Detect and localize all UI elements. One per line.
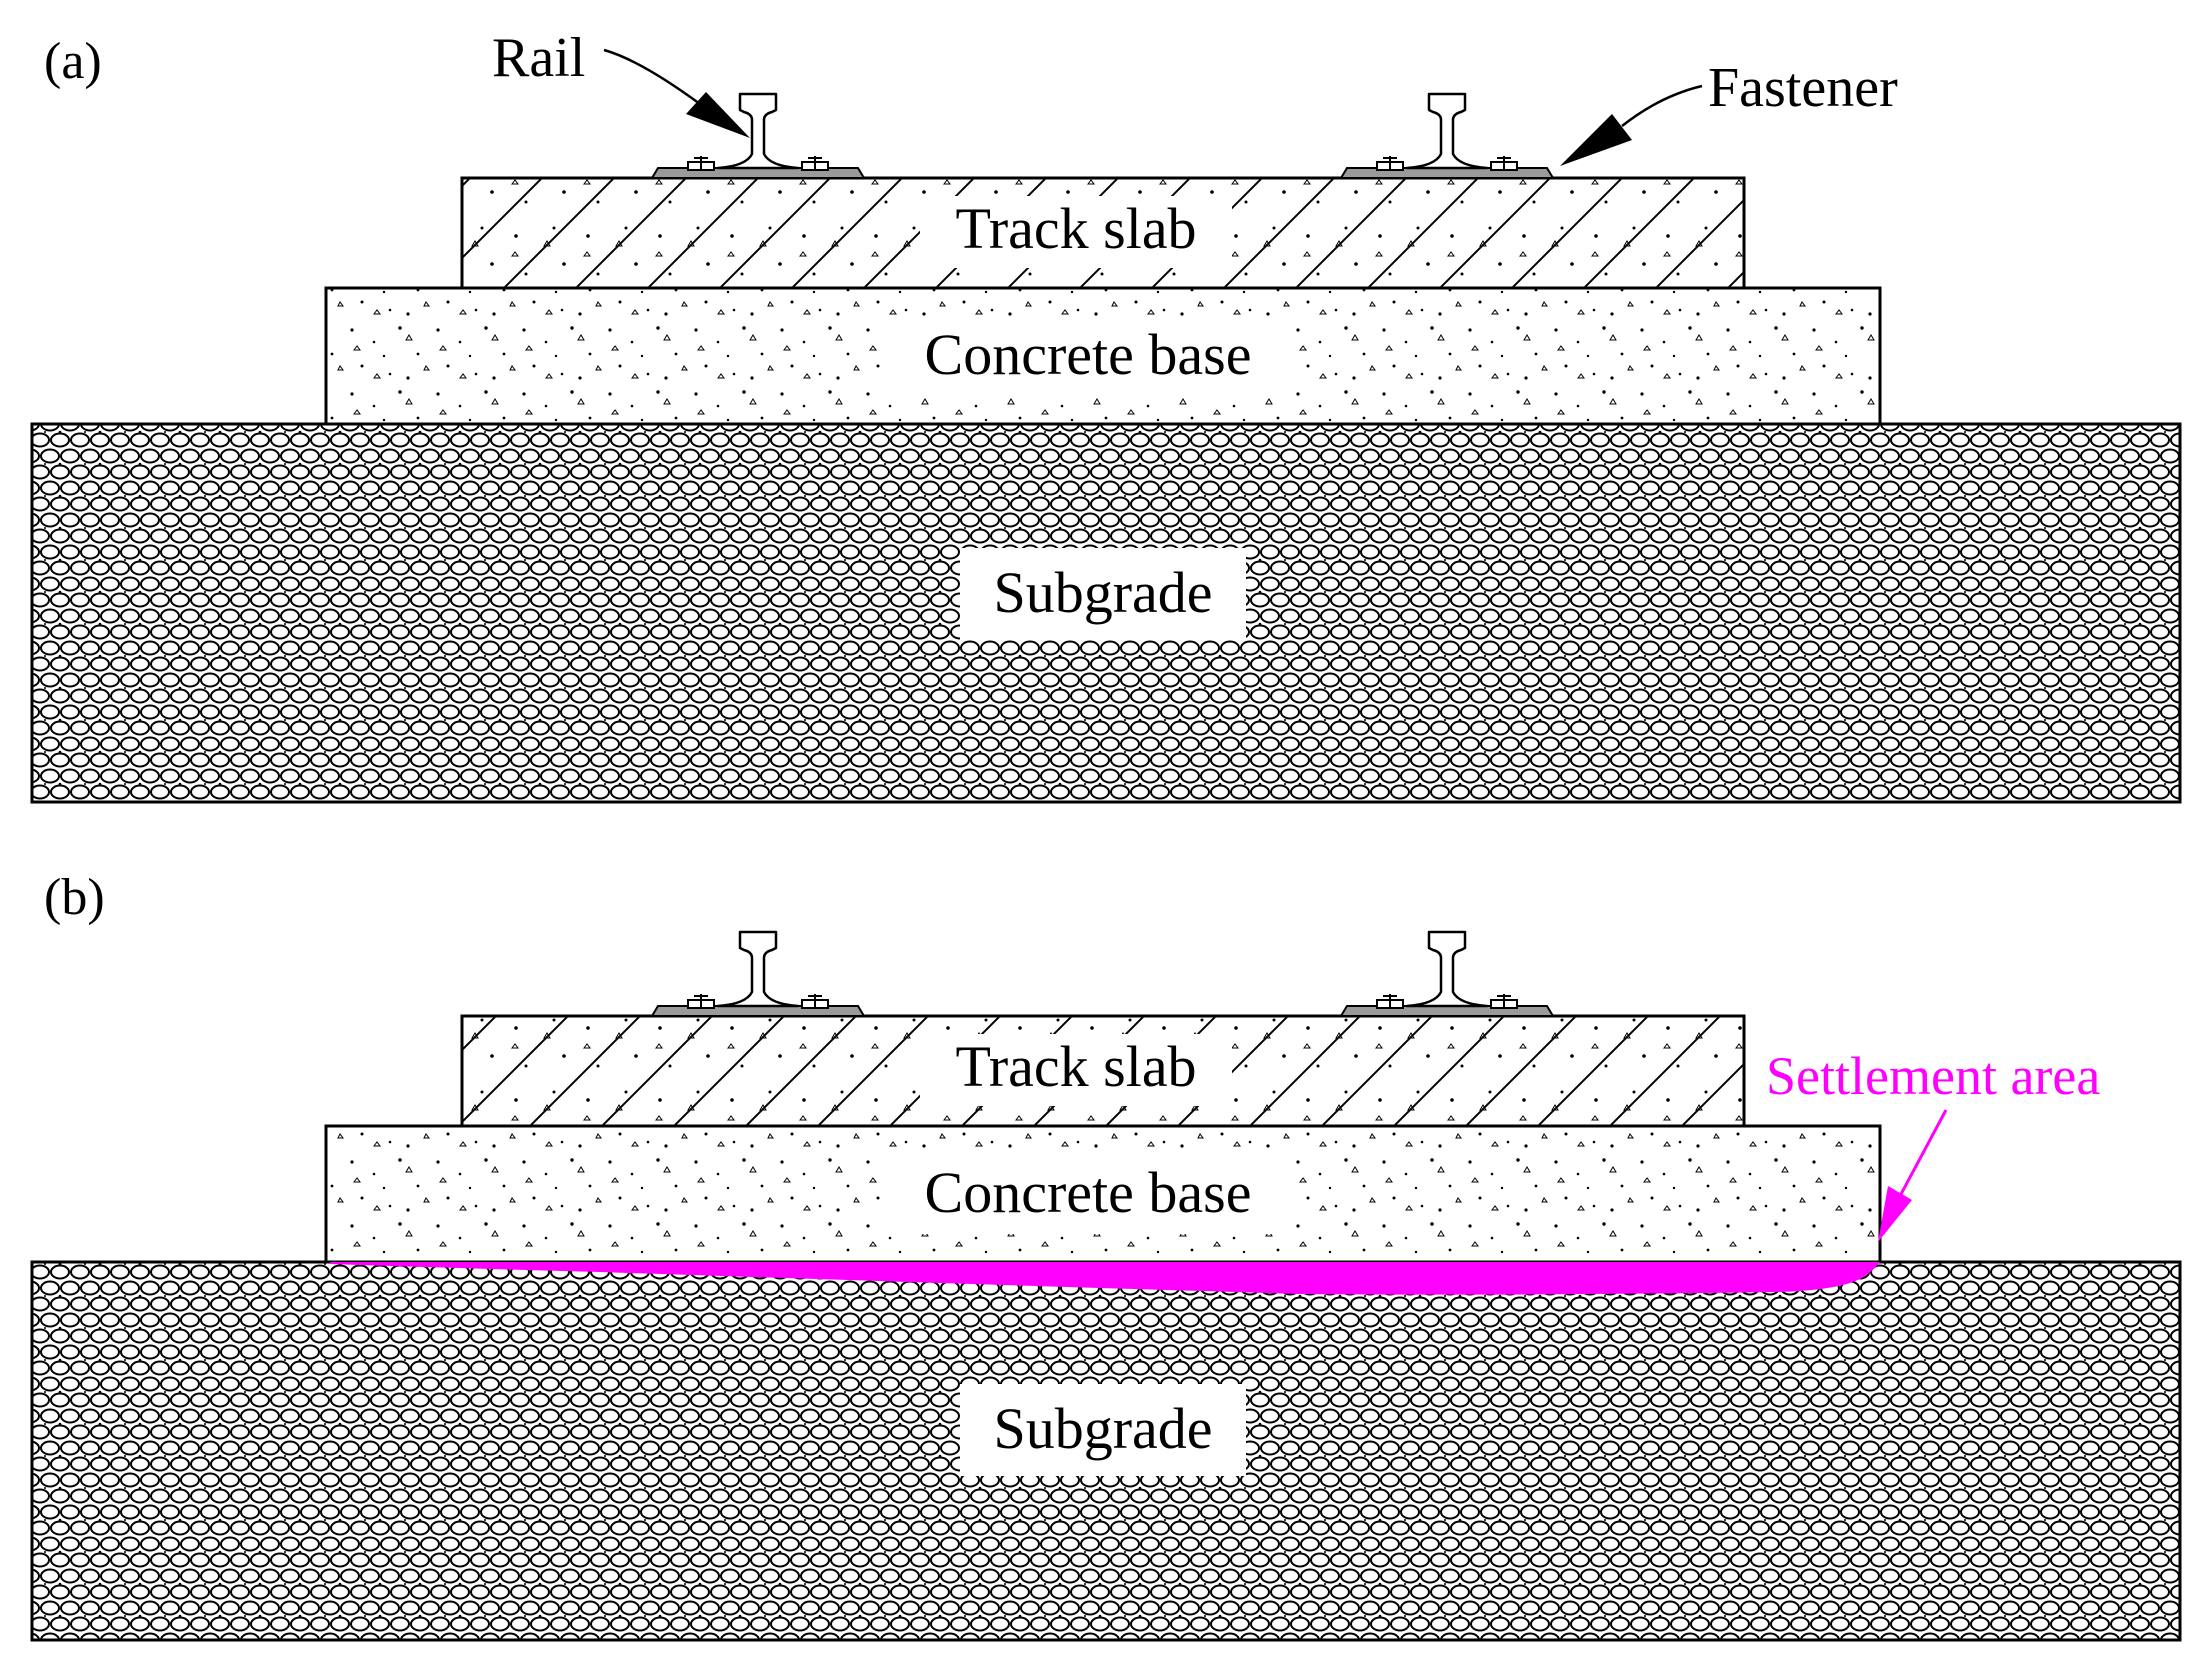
panel-b-tag: (b) — [44, 869, 105, 926]
panel-a-slab-label: Track slab — [955, 196, 1196, 261]
fastener-callout-leader — [1621, 84, 1703, 127]
settlement-area — [330, 1262, 1880, 1295]
panel-a-concrete-label-bg — [880, 320, 1296, 396]
panel-a-slab-label-bg — [920, 196, 1232, 268]
settlement-callout-arrowhead — [1878, 1186, 1912, 1242]
panel-b-subgrade-label: Subgrade — [993, 1396, 1212, 1461]
panel-a-rail-left — [650, 92, 866, 180]
panel-b-concrete-label-bg — [880, 1158, 1296, 1234]
panel-b: (b) Subgrade Concrete base Track slab Se… — [30, 869, 2182, 1642]
settlement-callout-label: Settlement area — [1766, 1046, 2100, 1106]
panel-b-concrete-label: Concrete base — [925, 1160, 1252, 1225]
panel-a-subgrade-label: Subgrade — [993, 560, 1212, 625]
panel-b-concrete-base — [324, 1124, 1882, 1264]
panel-b-slab-label-bg — [920, 1034, 1232, 1106]
rail-callout-label: Rail — [492, 27, 585, 89]
rail-callout-leader — [603, 48, 701, 106]
panel-a-concrete-label: Concrete base — [925, 322, 1252, 387]
panel-a-subgrade-label-bg — [960, 548, 1246, 640]
settlement-callout-leader — [1898, 1109, 1948, 1197]
panel-b-slab-label: Track slab — [955, 1034, 1196, 1099]
fastener-callout-label: Fastener — [1708, 57, 1898, 119]
panel-a: (a) Subgrade Concrete base Track slab Ra… — [30, 27, 2182, 804]
rail-callout-arrowhead — [686, 92, 750, 138]
panel-b-rail-left — [650, 930, 866, 1018]
panel-a-rail-right — [1339, 92, 1555, 180]
fastener-callout-arrowhead — [1560, 114, 1632, 166]
panel-b-subgrade-label-bg — [960, 1384, 1246, 1476]
panel-a-tag: (a) — [44, 33, 102, 90]
panel-b-rail-right — [1339, 930, 1555, 1018]
